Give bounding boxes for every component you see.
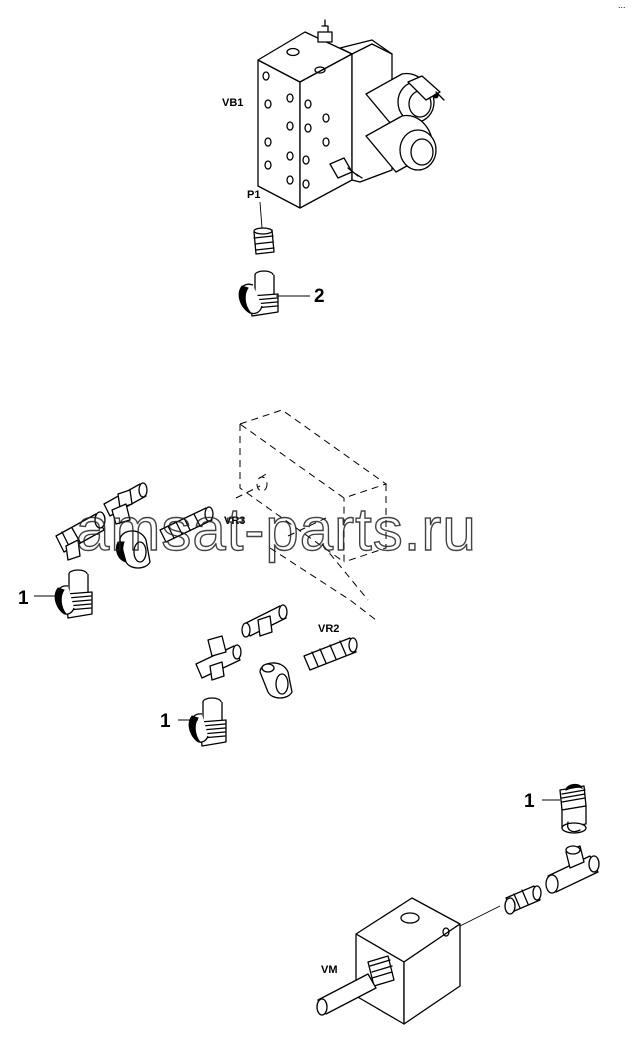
label-vm: VM (321, 964, 338, 976)
nipple-vm (504, 885, 542, 915)
test-coupling-1-bottom (559, 783, 587, 834)
valve-block-vb1 (257, 19, 445, 209)
nipple-vr3 (159, 506, 214, 543)
label-p1: P1 (247, 189, 260, 201)
nipple-vr2 (303, 637, 358, 671)
callout-1-center: 1 (160, 711, 171, 732)
test-coupling-1-center (188, 697, 227, 747)
corner-mark: ... (618, 0, 626, 10)
test-coupling-1-left (54, 569, 93, 619)
watermark: amsat-parts.ru (76, 496, 477, 563)
callout-2: 2 (314, 286, 325, 307)
label-vb1: VB1 (222, 97, 243, 109)
label-vr3: VR3 (224, 515, 245, 527)
tee-fitting-bottom (545, 845, 600, 894)
adapter-nipple-top (253, 227, 275, 255)
callout-1-left: 1 (18, 588, 29, 609)
valve-block-vm (316, 897, 461, 1025)
tee-fittings-center (195, 604, 293, 699)
test-coupling-2 (238, 270, 279, 317)
tee-fittings-left (55, 482, 151, 569)
dashed-valve-block (235, 409, 388, 621)
solenoid-coils (365, 72, 445, 173)
label-vr2: VR2 (318, 623, 339, 635)
callout-1-bottom: 1 (524, 791, 535, 812)
connector-line-vm (459, 905, 501, 927)
leader-p1 (259, 201, 263, 229)
